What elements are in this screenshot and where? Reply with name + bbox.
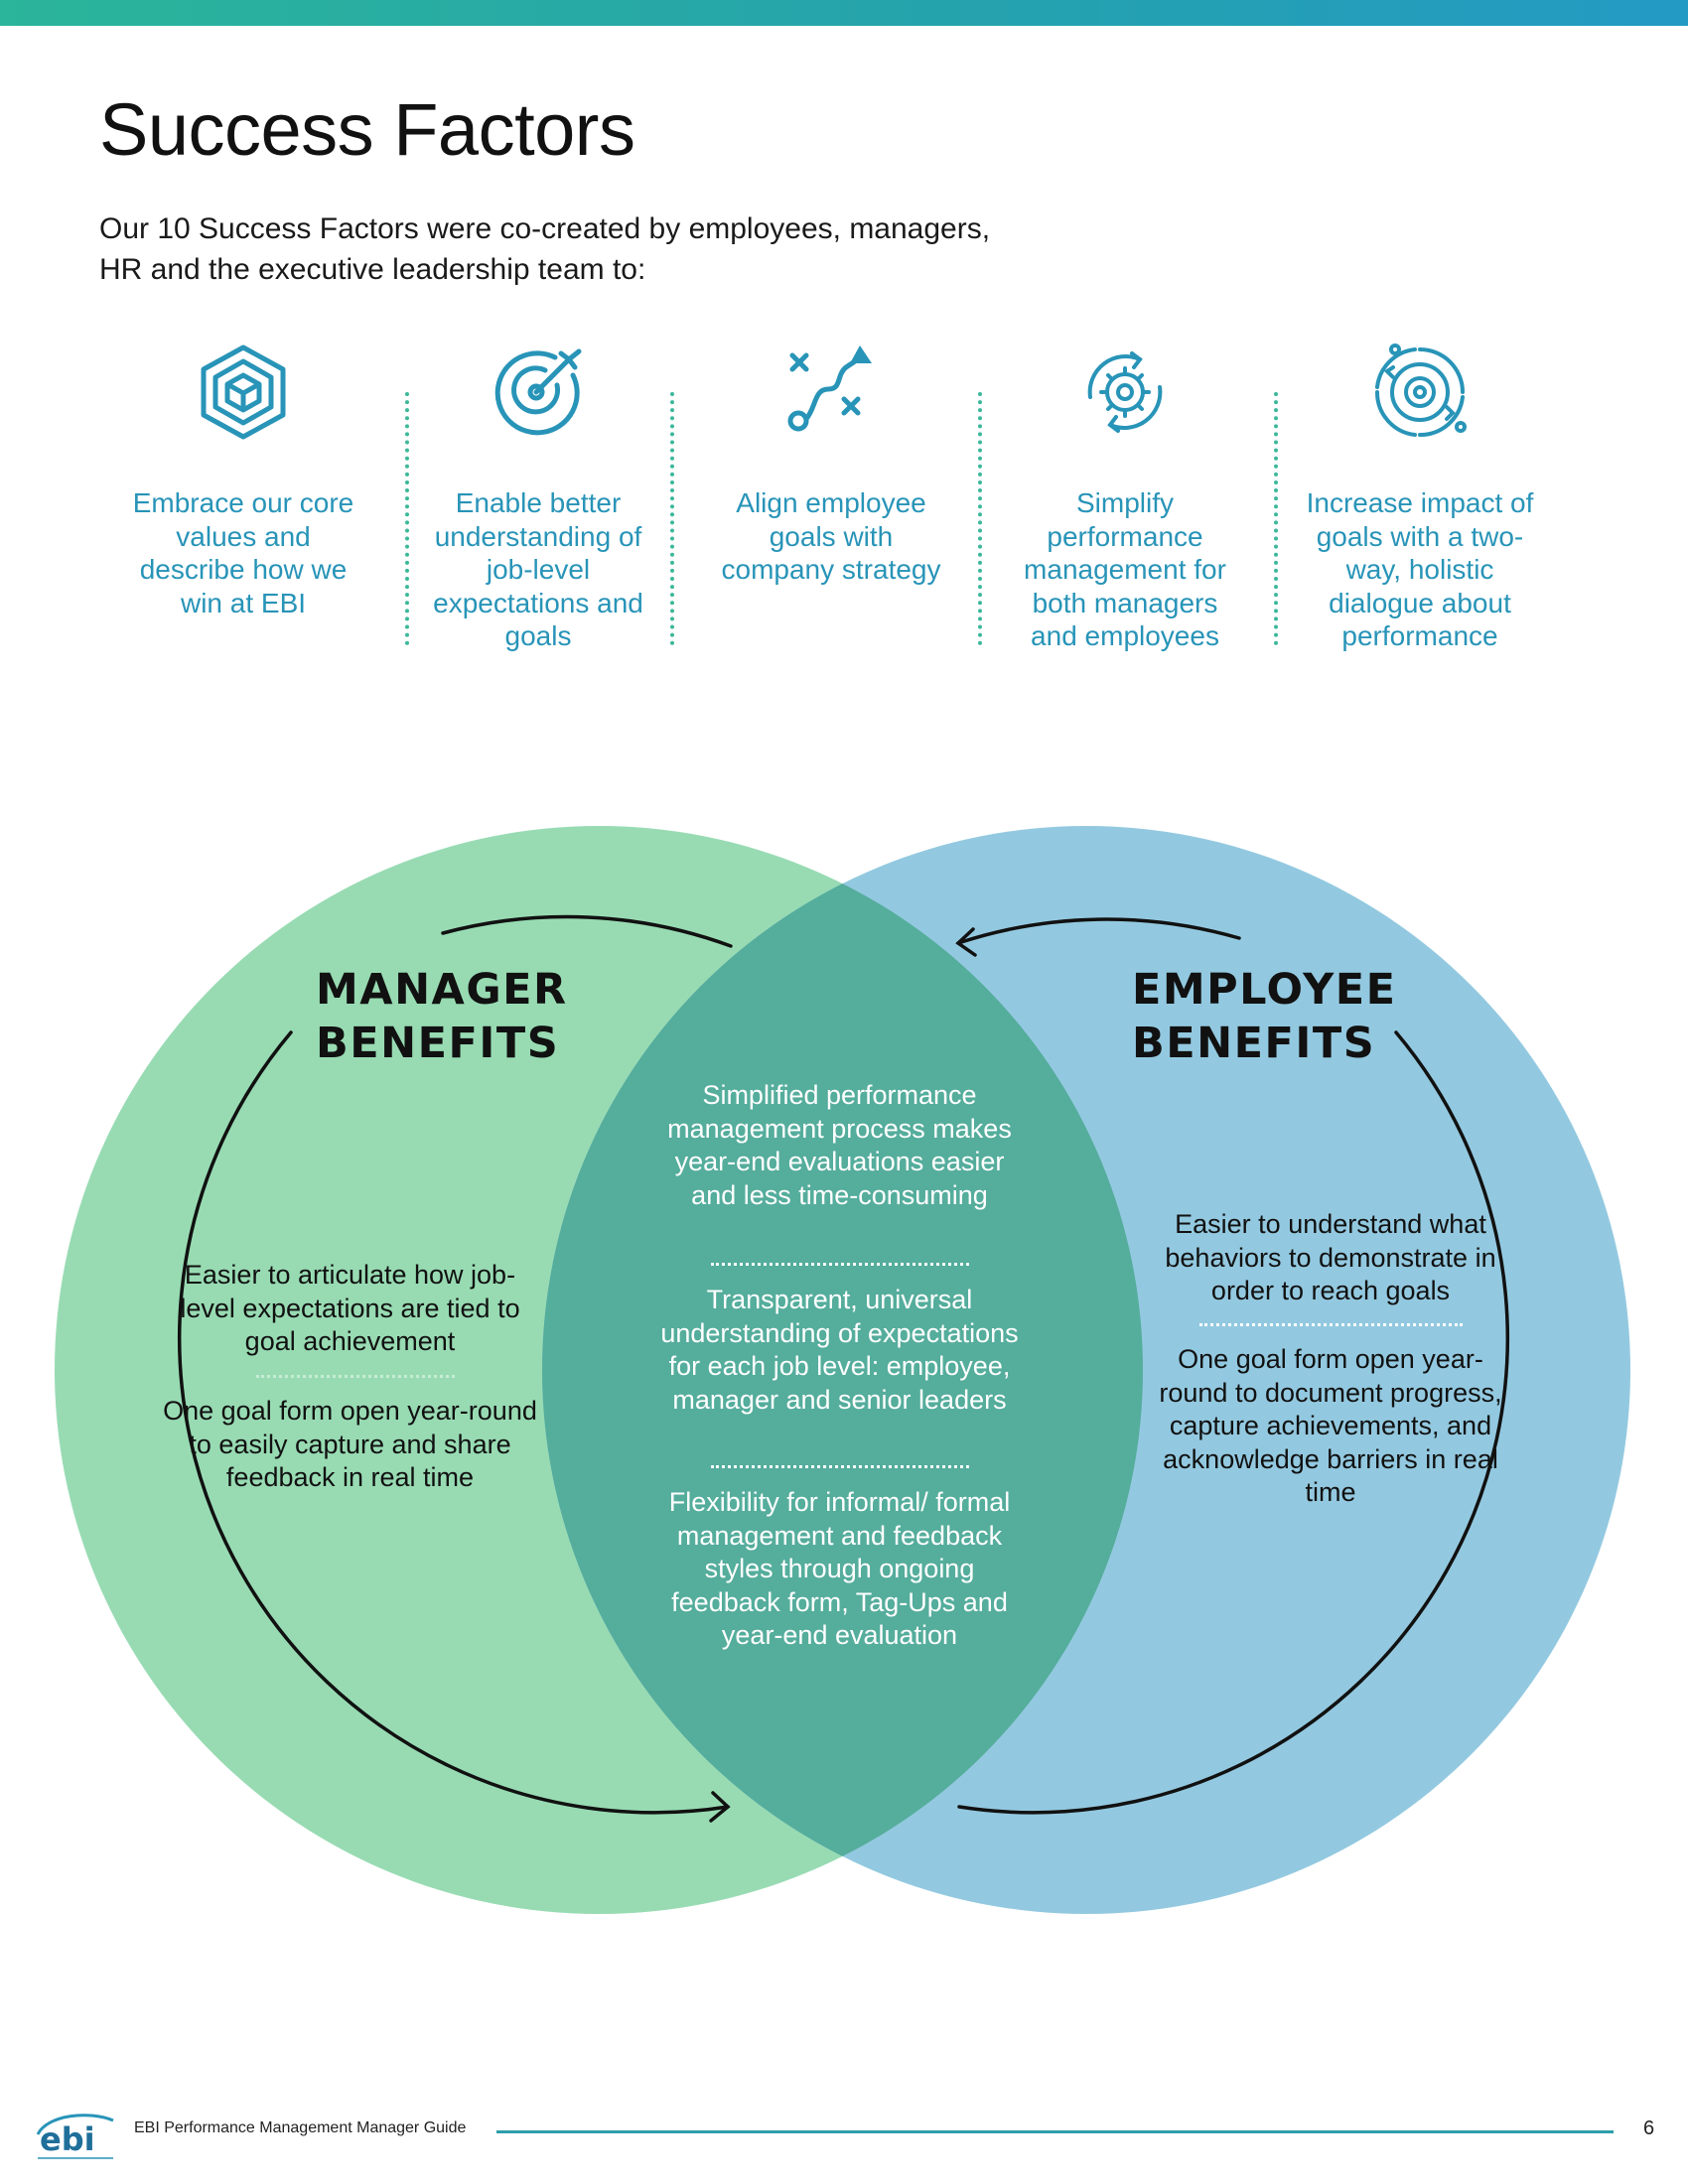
top-accent-bar — [0, 0, 1688, 26]
divider — [405, 392, 409, 645]
shared-benefit-item: Simplified performance management proces… — [667, 1080, 1012, 1210]
divider — [711, 1465, 969, 1468]
manager-benefits-title: MANAGER BENEFITS — [316, 965, 568, 1068]
factor-item: Simplify performance management for both… — [1006, 338, 1244, 653]
factor-item: Enable better understanding of job-level… — [419, 338, 657, 653]
gear-cycle-icon — [1087, 351, 1163, 433]
page-number: 6 — [1643, 2117, 1655, 2139]
logo-text: ebi — [40, 2120, 95, 2158]
divider — [978, 392, 982, 645]
factor-text: Increase impact of goals with a two-way,… — [1306, 487, 1534, 651]
employee-benefit-item: Easier to understand what behaviors to d… — [1165, 1209, 1496, 1305]
gear-network-icon — [1374, 343, 1467, 438]
strategy-path-icon — [787, 345, 872, 432]
divider — [670, 392, 674, 645]
manager-benefit-item: One goal form open year-round to easily … — [163, 1396, 537, 1492]
factor-text: Enable better understanding of job-level… — [433, 487, 643, 651]
divider — [711, 1263, 969, 1266]
factor-text: Embrace our core values and describe how… — [132, 487, 354, 618]
shared-benefit-item: Flexibility for informal/ formal managem… — [668, 1487, 1011, 1650]
manager-cycle-arrow-top — [441, 914, 733, 948]
divider — [1199, 1323, 1463, 1326]
footer-guide-title: EBI Performance Management Manager Guide — [134, 2119, 467, 2136]
footer-rule — [496, 2130, 1614, 2133]
employee-cycle-arrow-top — [956, 917, 1241, 945]
employee-benefit-item: One goal form open year-round to documen… — [1159, 1344, 1502, 1507]
page-title: Success Factors — [99, 88, 635, 171]
factor-text: Align employee goals with company strate… — [721, 487, 941, 585]
arrowhead-icon — [955, 927, 977, 957]
intro-text: Our 10 Success Factors were co-created b… — [99, 212, 991, 286]
success-factors-row: Embrace our core values and describe how… — [99, 338, 1589, 655]
shared-benefit-item: Transparent, universal understanding of … — [660, 1285, 1019, 1415]
arrowhead-icon — [709, 1791, 731, 1823]
target-icon — [494, 348, 582, 436]
factor-item: Increase impact of goals with a two-way,… — [1301, 338, 1539, 653]
cube-hexagon-icon — [201, 344, 286, 440]
employee-benefits-title: EMPLOYEE BENEFITS — [1132, 965, 1397, 1068]
ebi-logo: ebi — [36, 2114, 114, 2159]
factor-item: Embrace our core values and describe how… — [124, 338, 362, 619]
manager-benefit-item: Easier to articulate how job-level expec… — [180, 1260, 520, 1356]
divider — [1274, 392, 1278, 645]
divider — [256, 1375, 455, 1378]
factor-text: Simplify performance management for both… — [1024, 487, 1226, 651]
factor-item: Align employee goals with company strate… — [712, 338, 950, 587]
